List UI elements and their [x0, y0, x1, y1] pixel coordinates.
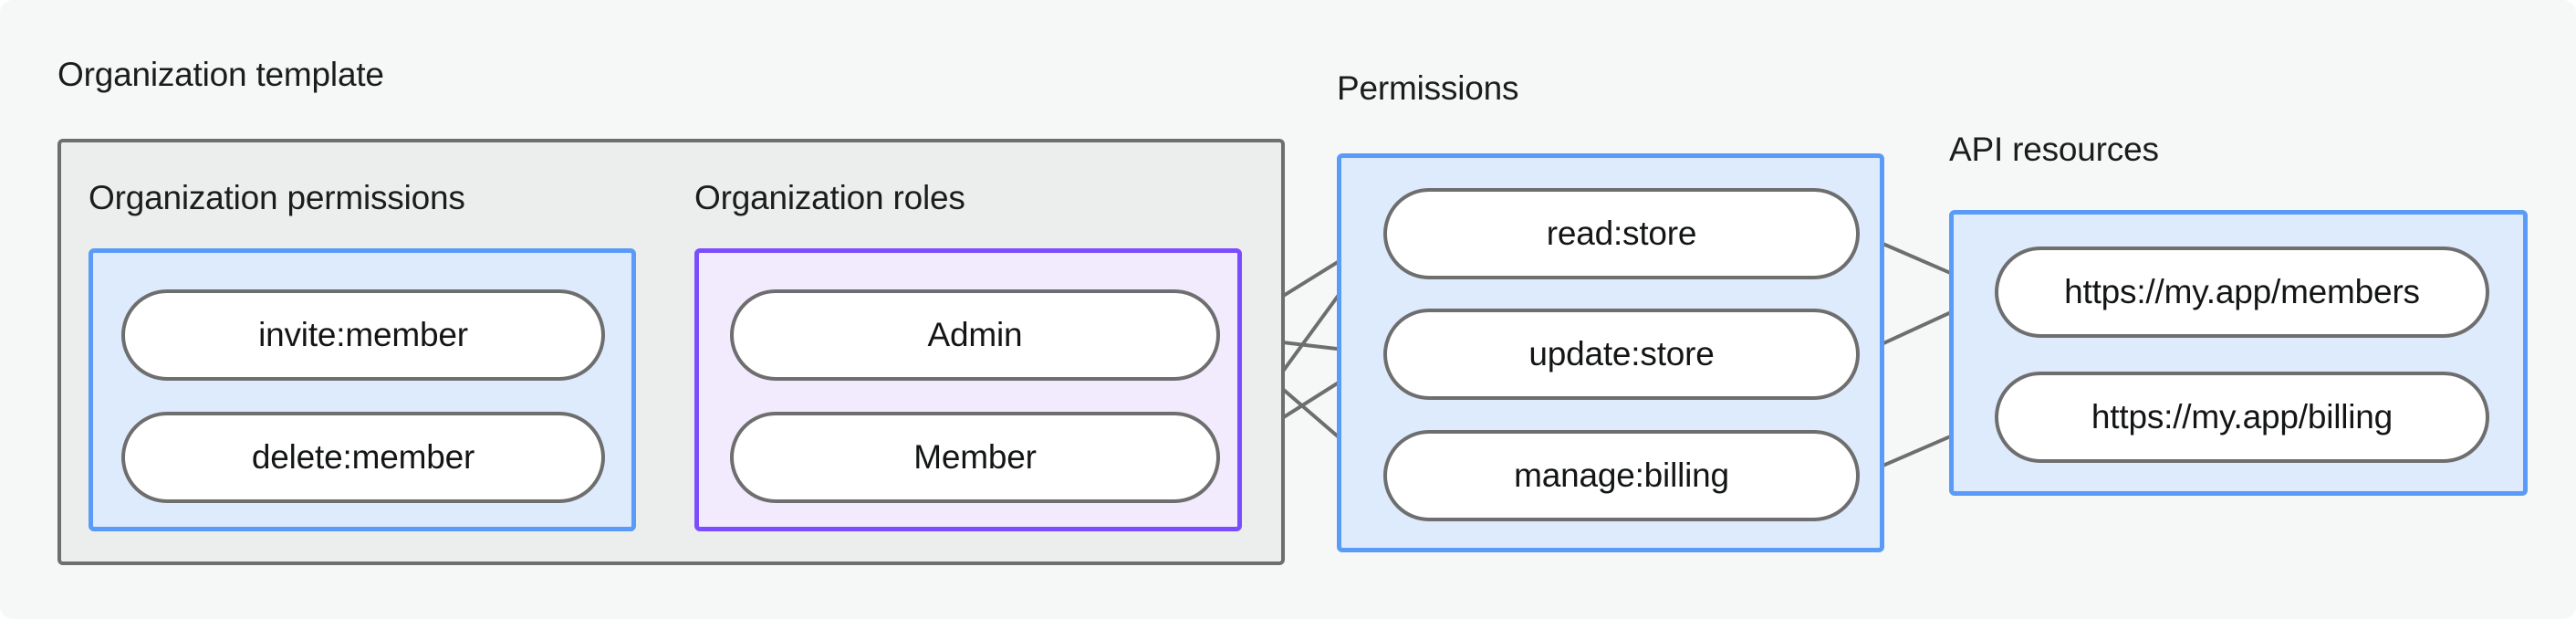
node-member[interactable]: Member — [730, 412, 1220, 503]
node-update-store[interactable]: update:store — [1383, 309, 1860, 400]
organization-permissions-title: Organization permissions — [89, 179, 465, 216]
node-delete-member-label: delete:member — [251, 438, 475, 476]
node-delete-member[interactable]: delete:member — [121, 412, 605, 503]
node-my-app-members[interactable]: https://my.app/members — [1995, 247, 2489, 338]
organization-roles-title: Organization roles — [694, 179, 965, 216]
node-admin-label: Admin — [927, 316, 1023, 353]
node-my-app-billing-label: https://my.app/billing — [2091, 398, 2393, 435]
node-read-store[interactable]: read:store — [1383, 188, 1860, 279]
node-manage-billing-label: manage:billing — [1514, 456, 1729, 494]
node-manage-billing[interactable]: manage:billing — [1383, 430, 1860, 521]
node-my-app-billing[interactable]: https://my.app/billing — [1995, 372, 2489, 463]
node-member-label: Member — [913, 438, 1037, 476]
node-invite-member-label: invite:member — [258, 316, 468, 353]
permissions-title: Permissions — [1337, 69, 1519, 107]
node-admin[interactable]: Admin — [730, 289, 1220, 381]
node-update-store-label: update:store — [1528, 335, 1715, 372]
organization-template-title: Organization template — [57, 56, 384, 93]
api-resources-title: API resources — [1949, 131, 2159, 168]
node-read-store-label: read:store — [1546, 215, 1697, 252]
node-invite-member[interactable]: invite:member — [121, 289, 605, 381]
node-my-app-members-label: https://my.app/members — [2064, 273, 2420, 310]
